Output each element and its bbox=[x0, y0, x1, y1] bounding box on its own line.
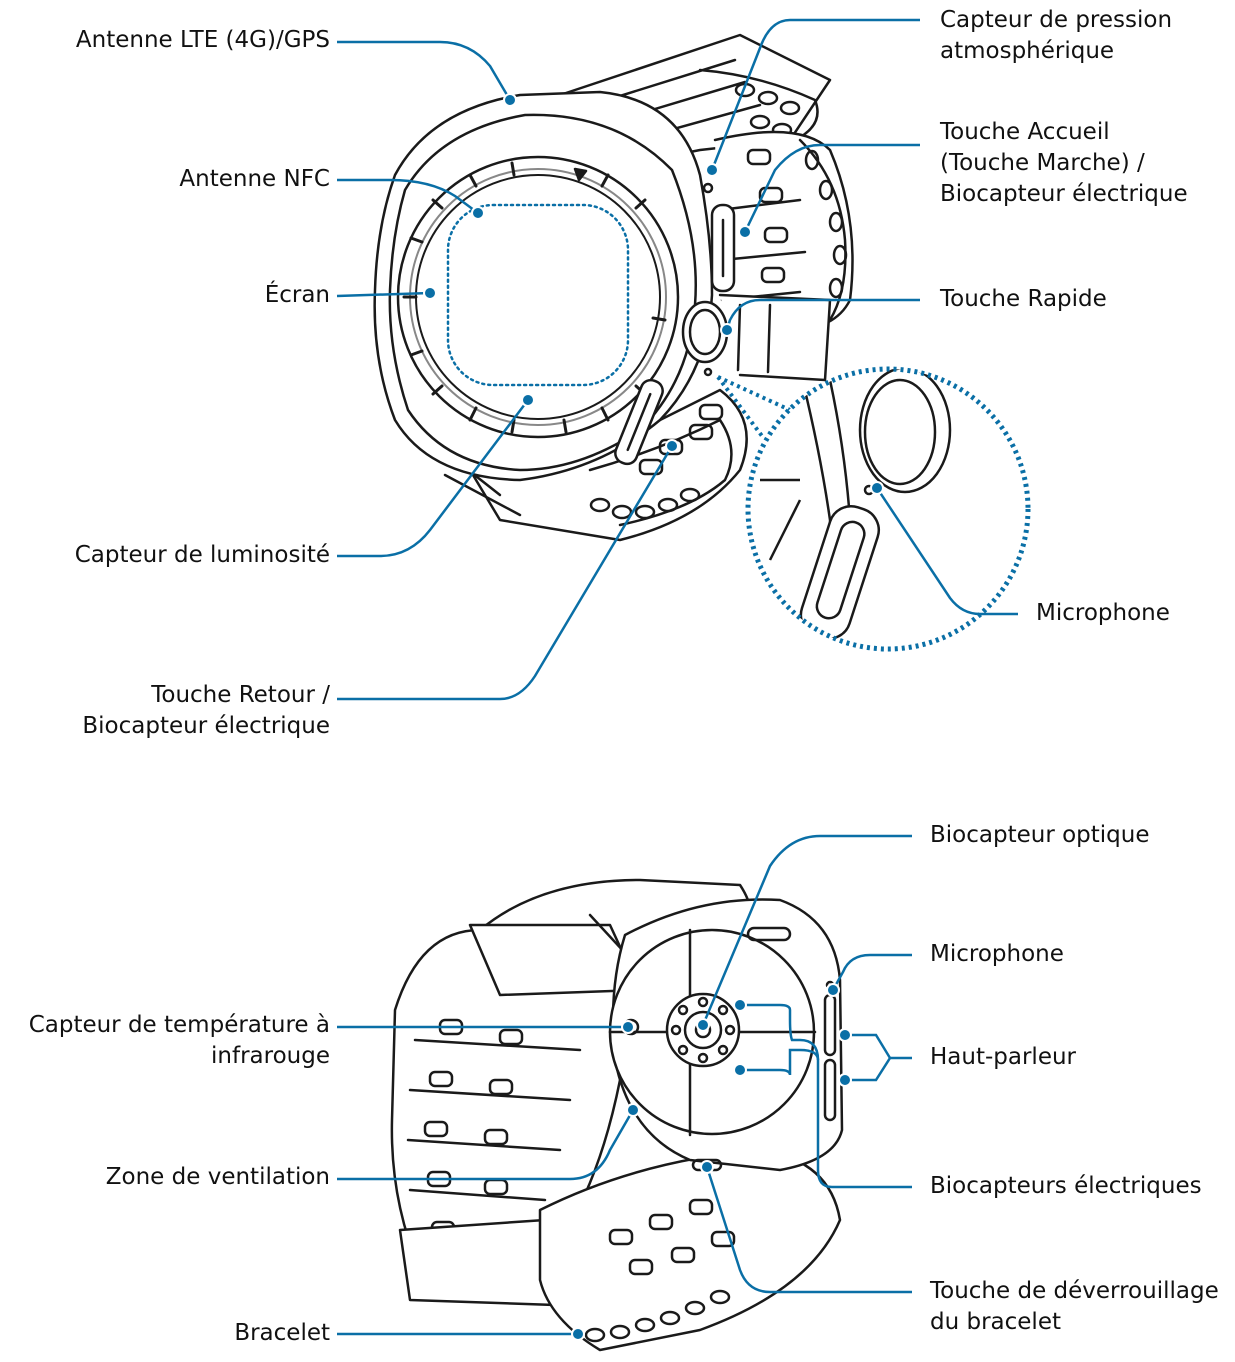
front-buckle bbox=[718, 293, 832, 382]
label-biocapteur-optique: Biocapteur optique bbox=[930, 820, 1150, 851]
label-capteur-temperature: Capteur de température à infrarouge bbox=[29, 1010, 330, 1072]
label-ecran-text: Écran bbox=[264, 282, 330, 308]
label-microphone-back: Microphone bbox=[930, 939, 1064, 970]
label-biocapteur-optique-text: Biocapteur optique bbox=[930, 822, 1150, 848]
label-touche-retour: Touche Retour / Biocapteur électrique bbox=[82, 680, 330, 742]
label-touche-retour-line1: Touche Retour / bbox=[151, 682, 330, 708]
label-haut-parleur: Haut-parleur bbox=[930, 1042, 1076, 1073]
label-antenne-lte-text: Antenne LTE (4G)/GPS bbox=[75, 27, 330, 53]
back-watch-illustration bbox=[390, 878, 844, 1352]
label-microphone-front: Microphone bbox=[1036, 598, 1170, 629]
bezel bbox=[396, 155, 680, 439]
label-capteur-luminosite: Capteur de luminosité bbox=[75, 540, 330, 571]
label-touche-retour-line2: Biocapteur électrique bbox=[82, 713, 330, 739]
microphone-magnifier bbox=[716, 366, 1031, 652]
leader-lines bbox=[336, 18, 1018, 1336]
label-capteur-pression: Capteur de pression atmosphérique bbox=[940, 5, 1172, 67]
back-band-bottom bbox=[538, 1148, 842, 1352]
label-microphone-back-text: Microphone bbox=[930, 941, 1064, 967]
label-touche-accueil-line3: Biocapteur électrique bbox=[940, 181, 1188, 207]
label-deverrouillage-line2: du bracelet bbox=[930, 1309, 1061, 1335]
label-bracelet-text: Bracelet bbox=[234, 1320, 330, 1346]
label-capteur-luminosite-text: Capteur de luminosité bbox=[74, 542, 330, 568]
label-touche-rapide-text: Touche Rapide bbox=[940, 286, 1107, 312]
label-touche-accueil: Touche Accueil (Touche Marche) / Biocapt… bbox=[940, 117, 1188, 210]
nfc-antenna-area bbox=[446, 203, 630, 387]
front-watch-illustration bbox=[373, 33, 854, 542]
label-bracelet: Bracelet bbox=[234, 1318, 330, 1349]
label-zone-ventilation-text: Zone de ventilation bbox=[105, 1164, 330, 1190]
label-touche-rapide: Touche Rapide bbox=[940, 284, 1107, 315]
label-ecran: Écran bbox=[265, 280, 330, 311]
back-buckle bbox=[398, 913, 652, 1307]
label-capteur-pression-line2: atmosphérique bbox=[940, 38, 1115, 64]
label-biocapteurs-electriques-text: Biocapteurs électriques bbox=[930, 1173, 1202, 1199]
label-touche-accueil-line1: Touche Accueil bbox=[940, 119, 1110, 145]
label-antenne-nfc-text: Antenne NFC bbox=[179, 166, 330, 192]
front-side-buttons bbox=[614, 182, 736, 466]
label-capteur-temperature-line2: infrarouge bbox=[211, 1043, 330, 1069]
label-zone-ventilation: Zone de ventilation bbox=[106, 1162, 330, 1193]
label-haut-parleur-text: Haut-parleur bbox=[930, 1044, 1077, 1070]
leader-dots bbox=[423, 93, 884, 1341]
label-capteur-temperature-line1: Capteur de température à bbox=[28, 1012, 330, 1038]
bezel-triangle bbox=[573, 167, 588, 182]
label-deverrouillage-line1: Touche de déverrouillage bbox=[930, 1278, 1219, 1304]
label-touche-accueil-line2: (Touche Marche) / bbox=[940, 150, 1145, 176]
label-antenne-nfc: Antenne NFC bbox=[179, 164, 330, 195]
label-antenne-lte: Antenne LTE (4G)/GPS bbox=[76, 25, 330, 56]
label-capteur-pression-line1: Capteur de pression bbox=[940, 7, 1173, 33]
label-biocapteurs-electriques: Biocapteurs électriques bbox=[930, 1171, 1202, 1202]
label-microphone-front-text: Microphone bbox=[1036, 600, 1170, 626]
label-deverrouillage-bracelet: Touche de déverrouillage du bracelet bbox=[930, 1276, 1219, 1338]
